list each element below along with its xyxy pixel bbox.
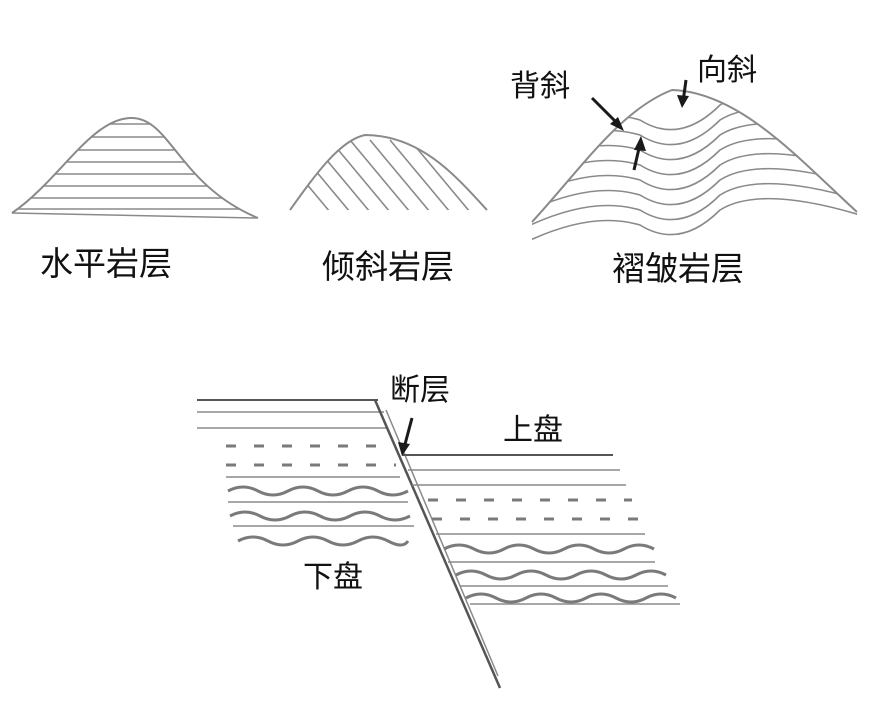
fault-arrow (402, 417, 414, 449)
folded-strata-caption: 褶皱岩层 (612, 249, 744, 288)
syncline-label: 向斜 (697, 53, 757, 88)
folded-hill-outline (531, 88, 858, 223)
fault-panel: 断层 上盘 下盘 (197, 373, 680, 689)
inclined-hill-outline (289, 133, 488, 211)
footwall-block (197, 399, 414, 547)
anticline-label: 背斜 (510, 69, 570, 104)
inclined-strata-panel: 倾斜岩层 (289, 133, 488, 286)
horizontal-strata-panel: 水平岩层 (11, 116, 259, 283)
anticline-arrowhead (610, 117, 624, 131)
folded-strata-lines (532, 92, 857, 240)
fault-plane (373, 399, 502, 689)
hanging-wall-label: 上盘 (503, 413, 563, 448)
hanging-wall-block (402, 454, 680, 605)
horizontal-strata-lines (12, 123, 258, 210)
folded-strata-panel: 背斜 向斜 褶皱岩层 (510, 53, 858, 288)
syncline-arrowhead (677, 95, 689, 108)
horizontal-hill-outline (11, 116, 259, 219)
footwall-label: 下盘 (303, 560, 363, 595)
inclined-strata-caption: 倾斜岩层 (322, 247, 454, 286)
fold-axis-arrowhead (634, 136, 646, 151)
horizontal-hill-base (11, 212, 259, 219)
fault-arrowhead (398, 442, 410, 456)
horizontal-strata-caption: 水平岩层 (40, 244, 172, 283)
inclined-strata-lines (290, 139, 487, 210)
fault-label: 断层 (390, 373, 450, 408)
